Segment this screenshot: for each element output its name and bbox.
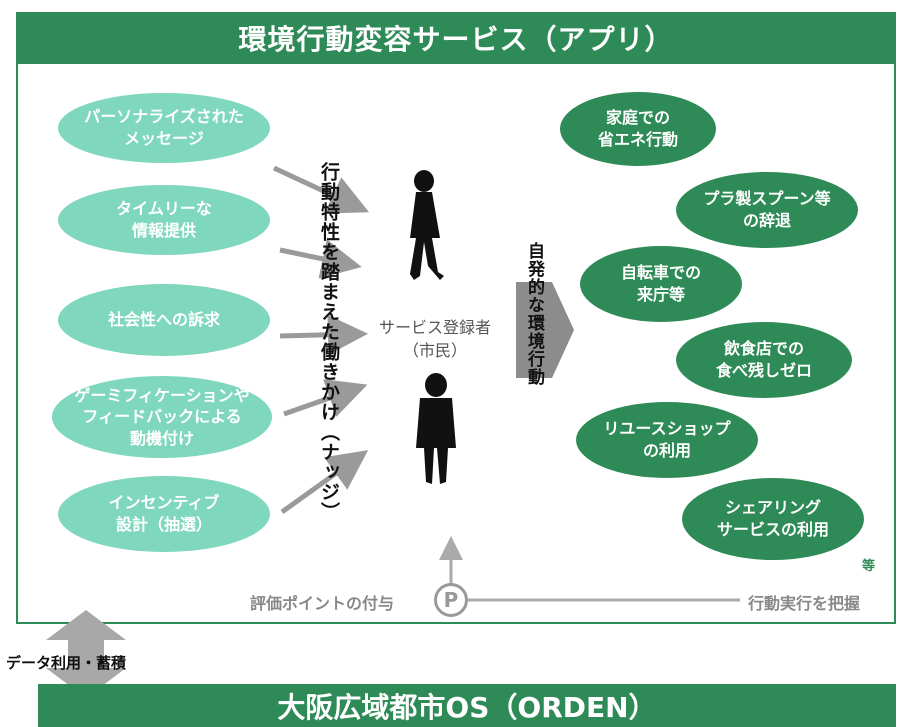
- double-arrow-icon: [46, 610, 126, 698]
- right-item-reuse-shop: リユースショップ の利用: [576, 402, 758, 478]
- left-item-incentive: インセンティブ 設計（抽選）: [58, 476, 270, 552]
- arrow-1: [272, 165, 370, 214]
- points-label: 評価ポイントの付与: [250, 594, 395, 613]
- left-item-gamification: ゲーミフィケーションや フィードバックによる 動機付け: [52, 376, 272, 458]
- right-item-home-energy: 家庭での 省エネ行動: [560, 92, 716, 166]
- nudge-label: 行動特性を踏まえた働きかけ（ナッジ）: [318, 162, 340, 522]
- right-item-plastic-spoon: プラ製スプーン等 の辞退: [676, 172, 858, 248]
- left-item-timely: タイムリーな 情報提供: [58, 185, 270, 255]
- track-label: 行動実行を把握: [748, 594, 861, 613]
- spontaneous-arrow: [516, 282, 574, 378]
- etc-label: 等: [862, 559, 876, 574]
- arrow-5: [280, 450, 369, 515]
- arrow-3: [279, 314, 368, 355]
- left-item-personalized: パーソナライズされた メッセージ: [58, 93, 270, 163]
- service-registrant-label: サービス登録者 （市民）: [378, 318, 491, 361]
- person-female-icon: [410, 170, 444, 280]
- data-link-label: データ利用・蓄積: [6, 654, 127, 672]
- footer-title: 大阪広域都市OS（ORDEN）: [38, 684, 896, 727]
- arrow-2: [279, 239, 362, 279]
- right-item-food-waste: 飲食店での 食べ残しゼロ: [676, 322, 852, 398]
- person-male-icon: [416, 373, 456, 484]
- points-icon: P: [434, 583, 468, 617]
- page-title: 環境行動変容サービス（アプリ）: [16, 12, 896, 64]
- spontaneous-label: 自発的な環境行動: [524, 242, 544, 386]
- left-item-social: 社会性への訴求: [58, 284, 270, 356]
- right-item-sharing: シェアリング サービスの利用: [682, 478, 864, 560]
- arrow-4: [283, 379, 368, 417]
- right-item-bicycle: 自転車での 来庁等: [580, 246, 742, 322]
